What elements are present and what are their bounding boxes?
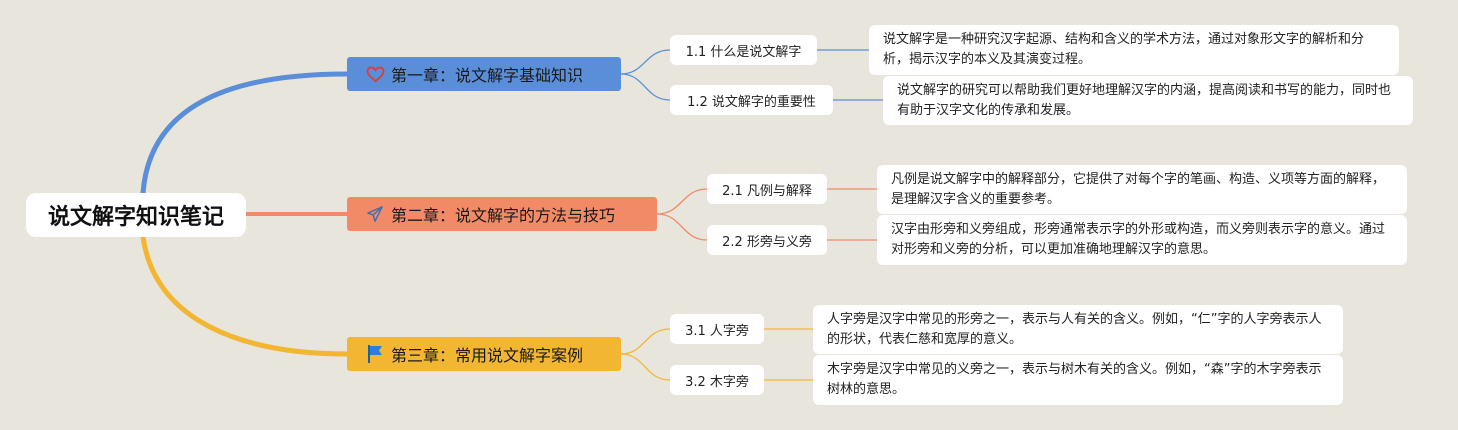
description-1-1[interactable]: 说文解字是一种研究汉字起源、结构和含义的学术方法，通过对象形文字的解析和分析，揭… <box>869 25 1399 75</box>
section-2-2[interactable]: 2.2 形旁与义旁 <box>707 225 827 255</box>
section-1-1[interactable]: 1.1 什么是说文解字 <box>670 35 817 65</box>
description-2-2[interactable]: 汉字由形旁和义旁组成，形旁通常表示字的外形或构造，而义旁则表示字的意义。通过对形… <box>877 215 1407 265</box>
flag-icon <box>365 344 385 364</box>
connector-ch3-sec2 <box>620 353 671 381</box>
section-3-2[interactable]: 3.2 木字旁 <box>670 365 764 395</box>
connector-ch1-sec1 <box>620 49 671 75</box>
description-2-1-text: 凡例是说文解字中的解释部分，它提供了对每个字的笔画、构造、义项等方面的解释，是理… <box>891 172 1386 207</box>
section-1-1-label: 1.1 什么是说文解字 <box>685 44 802 60</box>
description-1-1-text: 说文解字是一种研究汉字起源、结构和含义的学术方法，通过对象形文字的解析和分析，揭… <box>883 32 1365 67</box>
section-3-2-label: 3.2 木字旁 <box>685 374 749 390</box>
heart-icon <box>365 64 385 84</box>
root-title: 说文解字知识笔记 <box>47 205 224 230</box>
root-topic[interactable]: 说文解字知识笔记 <box>26 193 246 237</box>
connector-ch3-sec1 <box>620 328 671 355</box>
chapter-2-title: 第二章：说文解字的方法与技巧 <box>391 206 616 225</box>
chapter-3-title: 第三章：常用说文解字案例 <box>391 346 584 365</box>
section-3-1[interactable]: 3.1 人字旁 <box>670 314 764 344</box>
chapter-1-node[interactable]: 第一章：说文解字基础知识 <box>347 57 621 91</box>
chapter-2-node[interactable]: 第二章：说文解字的方法与技巧 <box>347 197 657 231</box>
chapter-3-node[interactable]: 第三章：常用说文解字案例 <box>347 337 621 371</box>
description-1-2-text: 说文解字的研究可以帮助我们更好地理解汉字的内涵，提高阅读和书写的能力，同时也有助… <box>897 83 1392 118</box>
section-2-2-label: 2.2 形旁与义旁 <box>722 234 812 250</box>
description-2-1[interactable]: 凡例是说文解字中的解释部分，它提供了对每个字的笔画、构造、义项等方面的解释，是理… <box>877 165 1407 214</box>
description-3-1-text: 人字旁是汉字中常见的形旁之一，表示与人有关的含义。例如，“仁”字的人字旁表示人的… <box>827 312 1322 347</box>
section-3-1-label: 3.1 人字旁 <box>685 323 749 339</box>
description-3-2-text: 木字旁是汉字中常见的义旁之一，表示与树木有关的含义。例如，“森”字的木字旁表示树… <box>827 362 1322 397</box>
description-3-1[interactable]: 人字旁是汉字中常见的形旁之一，表示与人有关的含义。例如，“仁”字的人字旁表示人的… <box>813 305 1343 354</box>
section-1-2[interactable]: 1.2 说文解字的重要性 <box>670 85 833 115</box>
connector-root-chapter3 <box>140 234 350 357</box>
connector-ch2-sec1 <box>656 188 708 215</box>
description-1-2[interactable]: 说文解字的研究可以帮助我们更好地理解汉字的内涵，提高阅读和书写的能力，同时也有助… <box>883 76 1413 125</box>
connector-ch2-sec2 <box>656 213 708 241</box>
section-2-1-label: 2.1 凡例与解释 <box>722 183 812 199</box>
description-3-2[interactable]: 木字旁是汉字中常见的义旁之一，表示与树木有关的含义。例如，“森”字的木字旁表示树… <box>813 355 1343 405</box>
chapter-1-title: 第一章：说文解字基础知识 <box>391 66 584 85</box>
paper-plane-icon <box>365 204 385 224</box>
section-2-1[interactable]: 2.1 凡例与解释 <box>707 174 827 204</box>
connector-root-chapter1 <box>140 71 350 196</box>
connector-ch1-sec2 <box>620 73 671 101</box>
section-1-2-label: 1.2 说文解字的重要性 <box>687 94 816 110</box>
description-2-2-text: 汉字由形旁和义旁组成，形旁通常表示字的外形或构造，而义旁则表示字的意义。通过对形… <box>891 222 1386 257</box>
